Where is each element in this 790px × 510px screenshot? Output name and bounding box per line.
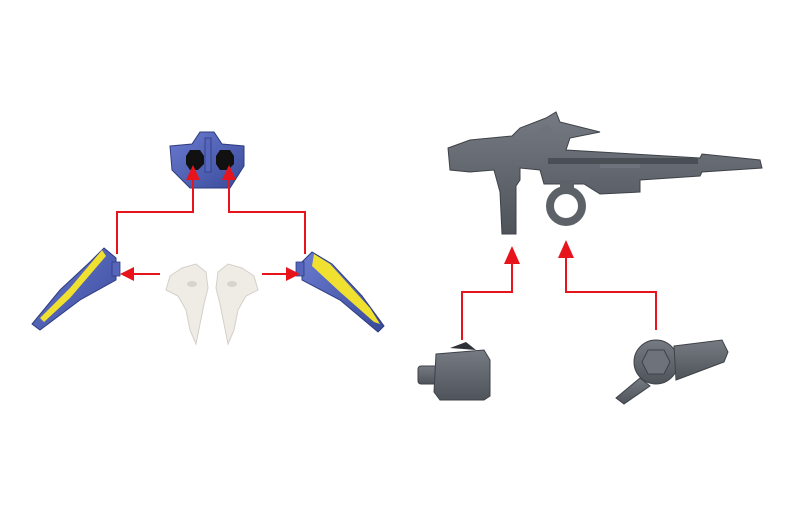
rifle — [447, 111, 763, 235]
right-wing — [295, 251, 385, 333]
arrow-connector-to-left-wing — [116, 165, 200, 254]
arrow-fin-to-right-wing — [262, 267, 300, 281]
rifle-hand-grip — [615, 339, 729, 405]
left-wing — [31, 247, 121, 331]
arrow-connector-to-right-wing — [222, 165, 306, 254]
rifle-grip-peg — [417, 342, 491, 401]
clear-fin-left — [165, 263, 209, 346]
arrow-peg-to-rifle — [461, 246, 520, 340]
arrow-hand-grip-to-rifle — [558, 240, 657, 330]
arrow-fin-to-left-wing — [120, 267, 160, 281]
clear-fin-right — [215, 263, 259, 346]
